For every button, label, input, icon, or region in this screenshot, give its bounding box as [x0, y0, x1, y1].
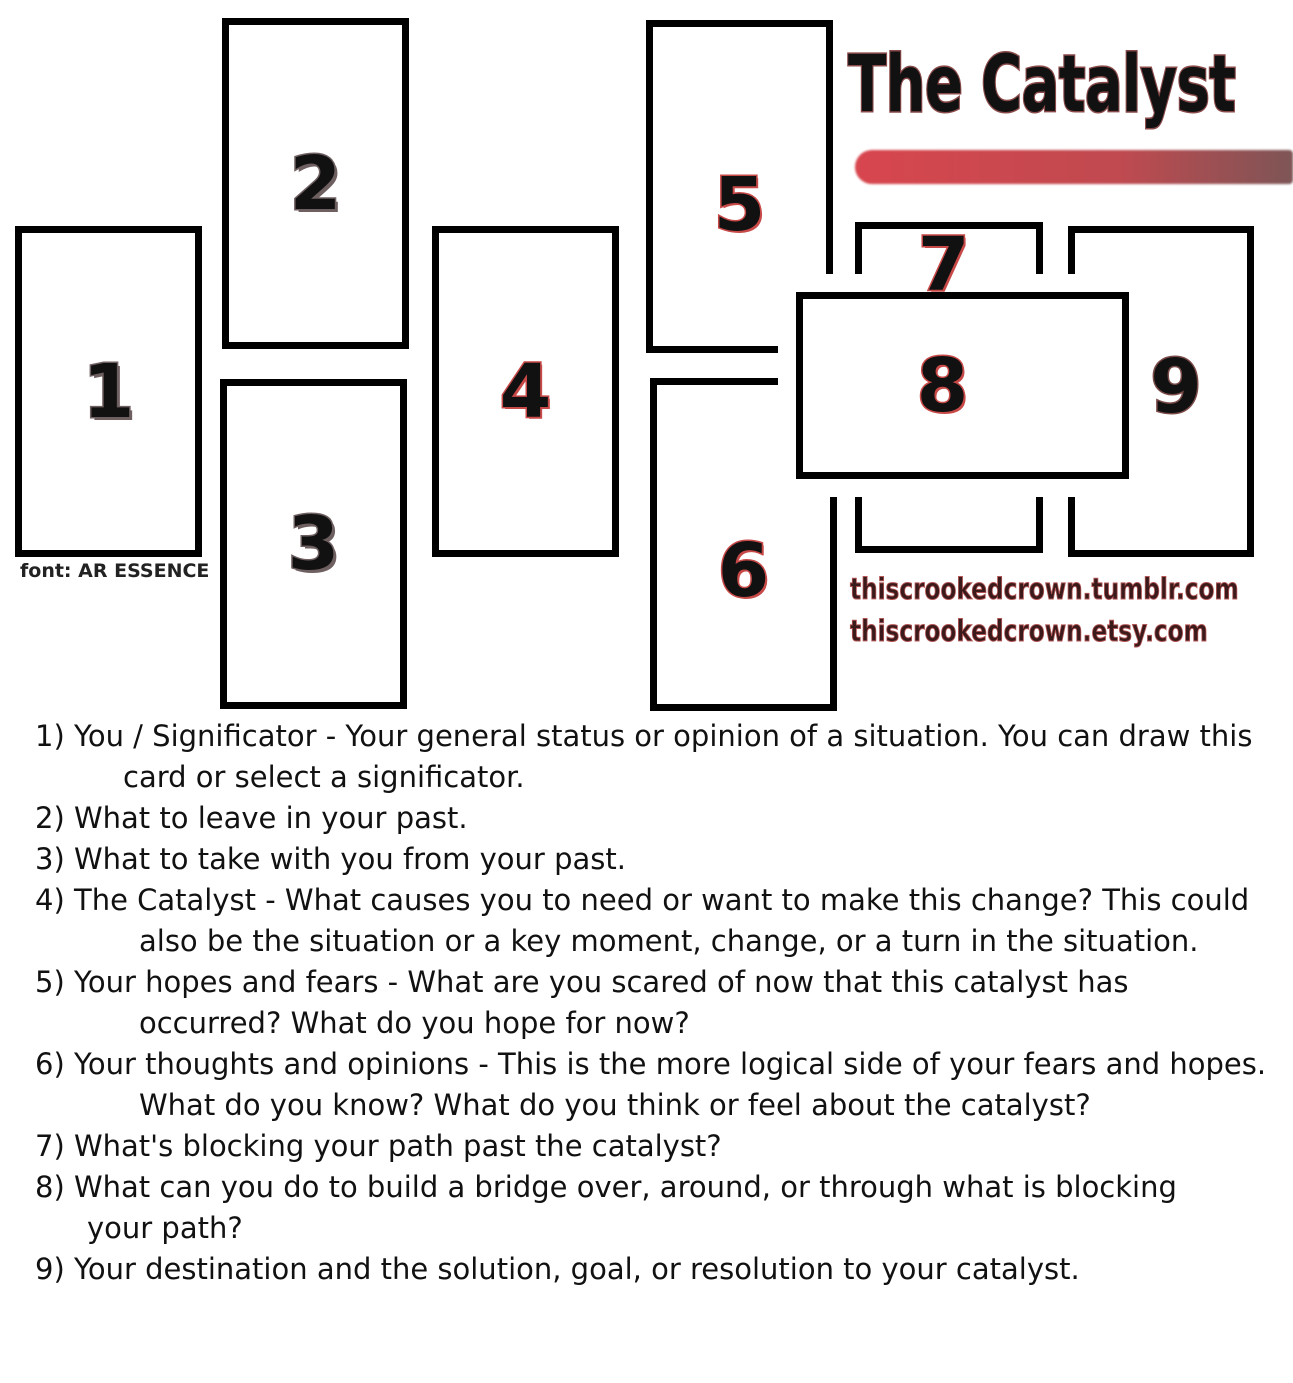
legend-item-6: 6) Your thoughts and opinions - This is …	[35, 1047, 1267, 1122]
legend-item-9: 9) Your destination and the solution, go…	[35, 1252, 1080, 1286]
card-8: 8	[796, 292, 1129, 479]
tumblr-link[interactable]: thiscrookedcrown.tumblr.com	[850, 572, 1239, 607]
legend-item-7: 7) What's blocking your path past the ca…	[35, 1129, 722, 1163]
card-number: 8	[915, 341, 969, 430]
card-6: 6	[650, 378, 837, 711]
card-5: 5	[646, 20, 833, 353]
font-credit: font: AR ESSENCE	[20, 560, 210, 582]
card-number: 6	[716, 527, 770, 616]
legend-item-8: 8) What can you do to build a bridge ove…	[35, 1170, 1177, 1245]
brush-stroke-decoration	[855, 150, 1293, 184]
card-number: 4	[498, 347, 552, 436]
card-3: 3	[220, 379, 407, 709]
legend-item-3: 3) What to take with you from your past.	[35, 842, 626, 876]
etsy-link[interactable]: thiscrookedcrown.etsy.com	[850, 614, 1209, 649]
position-legend: 1) You / Significator - Your general sta…	[35, 716, 1275, 1290]
card-number: 5	[712, 161, 766, 250]
legend-item-2: 2) What to leave in your past.	[35, 801, 468, 835]
card-1: 1	[15, 226, 202, 557]
card-4: 4	[432, 226, 619, 557]
card-number: 3	[286, 500, 340, 589]
card-7-number: 7	[917, 221, 971, 310]
spread-title: The Catalyst	[847, 39, 1237, 132]
legend-item-1: 1) You / Significator - Your general sta…	[35, 719, 1253, 794]
card-number: 1	[81, 347, 135, 436]
legend-item-4: 4) The Catalyst - What causes you to nee…	[35, 883, 1250, 958]
card-number: 9	[1149, 342, 1203, 431]
legend-item-5: 5) Your hopes and fears - What are you s…	[35, 965, 1129, 1040]
card-2: 2	[222, 18, 409, 349]
card-number: 2	[288, 139, 342, 228]
